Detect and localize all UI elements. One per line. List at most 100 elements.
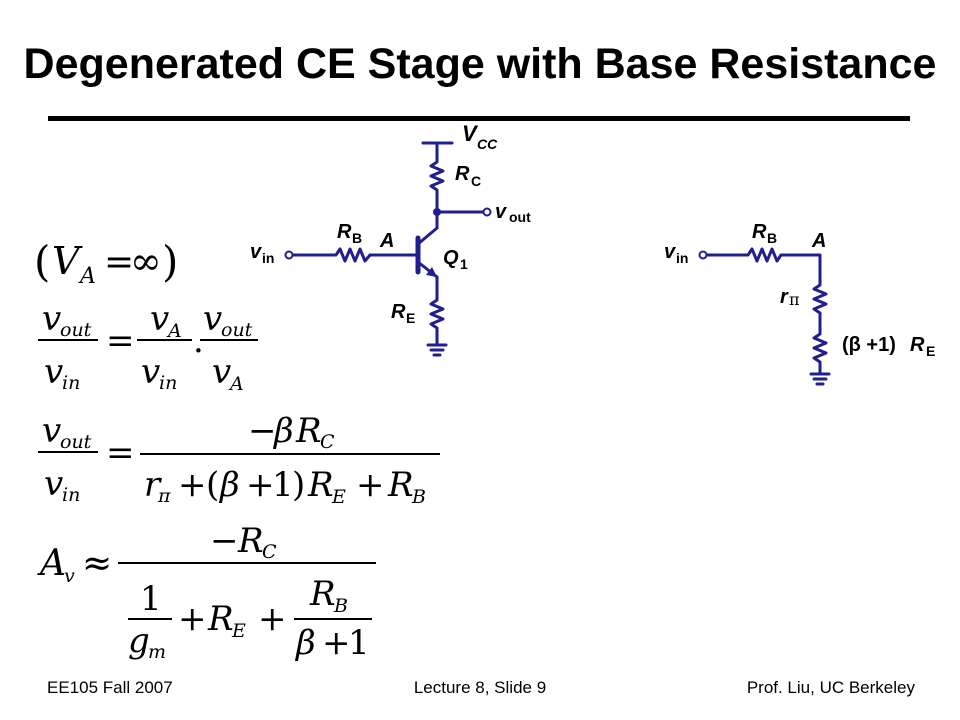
svg-text:β: β: [294, 623, 316, 663]
footer-course: EE105 Fall 2007: [47, 678, 173, 697]
svg-text:1: 1: [272, 465, 294, 505]
svg-text:−: −: [210, 521, 239, 561]
svg-text:A: A: [228, 373, 244, 395]
svg-text:C: C: [320, 431, 335, 453]
equation-full-gain: v out v in = − β R C r π + ( β + 1 ) R E…: [38, 411, 440, 508]
equation-approx-gain: A v ≈ − R C 1 g m + R E + R B β + 1: [37, 521, 376, 663]
svg-text:E: E: [406, 310, 415, 326]
rc-resistor: [429, 156, 445, 214]
svg-text:+: +: [322, 623, 351, 663]
svg-text:): ): [292, 465, 305, 505]
re-resistor: [429, 294, 445, 347]
svg-text:in: in: [676, 250, 688, 266]
rb-resistor: [291, 247, 372, 263]
svg-text:r: r: [144, 465, 162, 505]
svg-text:π: π: [157, 485, 171, 507]
svg-text:v: v: [42, 411, 61, 451]
svg-text:≈: ≈: [82, 543, 112, 584]
svg-text:in: in: [62, 484, 80, 506]
equation-gain-chain: v out v in = v A v in . v out v A: [38, 299, 258, 395]
svg-text:−: −: [248, 411, 277, 451]
svg-text:=: =: [106, 321, 135, 361]
vcc-label: V: [462, 121, 479, 146]
svg-text:+: +: [178, 465, 207, 505]
svg-text:E: E: [331, 486, 346, 508]
svg-text:v: v: [64, 565, 75, 587]
svg-text:E: E: [926, 343, 935, 359]
svg-text:R: R: [387, 465, 414, 505]
emitter-arrow: [426, 267, 437, 277]
svg-text:=: =: [106, 433, 135, 473]
svg-text:out: out: [221, 319, 253, 341]
svg-text:R: R: [307, 465, 334, 505]
rb-eq-label: R: [752, 221, 767, 243]
re-eq-label: R: [910, 334, 925, 356]
svg-text:v: v: [141, 352, 160, 392]
svg-text:1: 1: [140, 579, 162, 619]
svg-text:out: out: [60, 319, 92, 341]
vin-eq-label: v: [664, 241, 677, 263]
svg-text:R: R: [295, 411, 322, 451]
re-label: R: [391, 301, 406, 323]
node-a-eq-label: A: [811, 230, 826, 252]
svg-text:A: A: [37, 543, 66, 584]
svg-text:A: A: [78, 264, 96, 289]
svg-text:+: +: [178, 599, 207, 639]
svg-text:+: +: [258, 599, 287, 639]
svg-text:1: 1: [460, 256, 468, 272]
vout-terminal: [482, 207, 492, 217]
svg-text:): ): [162, 237, 178, 286]
svg-text:C: C: [471, 173, 481, 189]
svg-text:β: β: [218, 465, 240, 505]
svg-text:.: .: [193, 321, 204, 361]
svg-text:A: A: [166, 320, 182, 342]
svg-text:∞: ∞: [130, 239, 162, 283]
footer-author: Prof. Liu, UC Berkeley: [746, 678, 915, 697]
svg-text:in: in: [262, 250, 274, 266]
svg-text:R: R: [207, 599, 234, 639]
svg-text:(: (: [206, 465, 219, 505]
svg-text:out: out: [509, 209, 531, 225]
svg-text:v: v: [42, 299, 61, 339]
svg-text:v: v: [150, 299, 169, 339]
svg-text:=: =: [104, 242, 134, 283]
svg-text:R: R: [237, 521, 264, 561]
rc-label: R: [455, 163, 470, 185]
svg-text:C: C: [262, 541, 277, 563]
svg-text:R: R: [309, 574, 336, 614]
svg-text:out: out: [60, 431, 92, 453]
svg-text:v: v: [44, 464, 63, 504]
svg-text:v: v: [203, 299, 222, 339]
svg-text:(: (: [34, 237, 50, 286]
rpi-label: r: [780, 286, 789, 308]
q1-label: Q: [443, 247, 459, 269]
re-eq-resistor: [812, 329, 828, 376]
svg-text:in: in: [159, 372, 177, 394]
svg-text:B: B: [352, 230, 362, 246]
svg-text:π: π: [789, 290, 800, 309]
footer-slide-number: Lecture 8, Slide 9: [413, 678, 547, 697]
svg-text:1: 1: [348, 623, 370, 663]
rb-eq-resistor: [705, 247, 822, 284]
vin-label: v: [250, 241, 263, 263]
vin-terminal: [284, 250, 294, 260]
svg-text:+: +: [356, 465, 385, 505]
svg-text:B: B: [333, 595, 348, 617]
svg-text:m: m: [148, 641, 166, 663]
svg-text:g: g: [128, 621, 150, 661]
svg-text:E: E: [231, 620, 246, 642]
svg-text:B: B: [411, 486, 426, 508]
svg-text:β: β: [272, 411, 294, 451]
vout-node-dot: [433, 208, 441, 216]
rpi-resistor: [812, 280, 828, 333]
slide-title: Degenerated CE Stage with Base Resistanc…: [23, 40, 937, 88]
svg-text:CC: CC: [477, 136, 498, 152]
svg-text:v: v: [44, 352, 63, 392]
rb-label: R: [337, 221, 352, 243]
node-a-label: A: [379, 230, 394, 252]
svg-text:v: v: [212, 352, 231, 392]
svg-text:B: B: [767, 230, 777, 246]
svg-text:V: V: [52, 239, 83, 283]
svg-text:in: in: [62, 372, 80, 394]
